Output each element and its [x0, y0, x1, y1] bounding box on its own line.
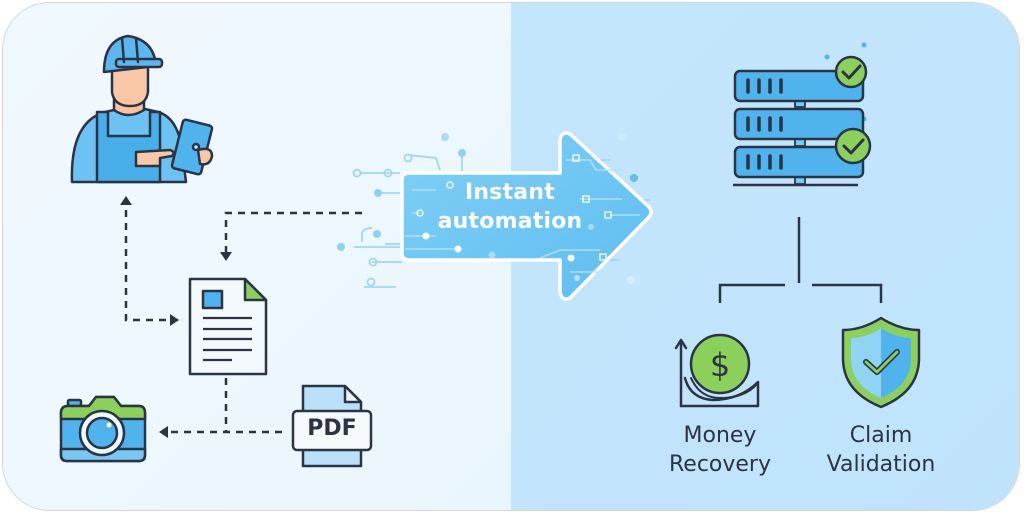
money-recovery-line1: Money: [683, 423, 757, 448]
arrow-down-head: [220, 252, 232, 261]
pdf-label: PDF: [307, 416, 357, 441]
arrow-up-head: [120, 196, 132, 205]
arrow-label-line2: automation: [437, 209, 583, 234]
money-recovery-line2: Recovery: [668, 452, 771, 477]
instant-automation-arrow: [400, 131, 653, 301]
arrow-right-head: [170, 314, 179, 326]
circuit-nodes: [337, 133, 638, 287]
server-stack-check-icon: [733, 42, 872, 187]
arrowheads: [120, 196, 232, 438]
camera-icon: [59, 395, 147, 463]
arrow-label-line1: Instant: [465, 180, 555, 205]
check-badge-icon: [834, 127, 872, 165]
pdf-file-icon: [291, 384, 373, 468]
claim-validation-line2: Validation: [826, 452, 936, 477]
worker-with-tablet-icon: [70, 34, 214, 184]
check-badge-icon: [834, 55, 868, 89]
money-recovery-label: Money Recovery: [650, 421, 790, 479]
shield-check-icon: [841, 316, 921, 409]
arrow-label: Instant automation: [400, 178, 620, 236]
flow-connectors-left: [124, 210, 362, 434]
arrow-left-head: [159, 426, 168, 438]
dollar-coin-icon: $: [674, 333, 760, 408]
claim-validation-label: Claim Validation: [806, 421, 956, 479]
document-icon: [188, 277, 268, 376]
flow-connectors-right: [718, 217, 883, 303]
claim-validation-line1: Claim: [849, 423, 913, 448]
svg-text:$: $: [710, 346, 730, 384]
